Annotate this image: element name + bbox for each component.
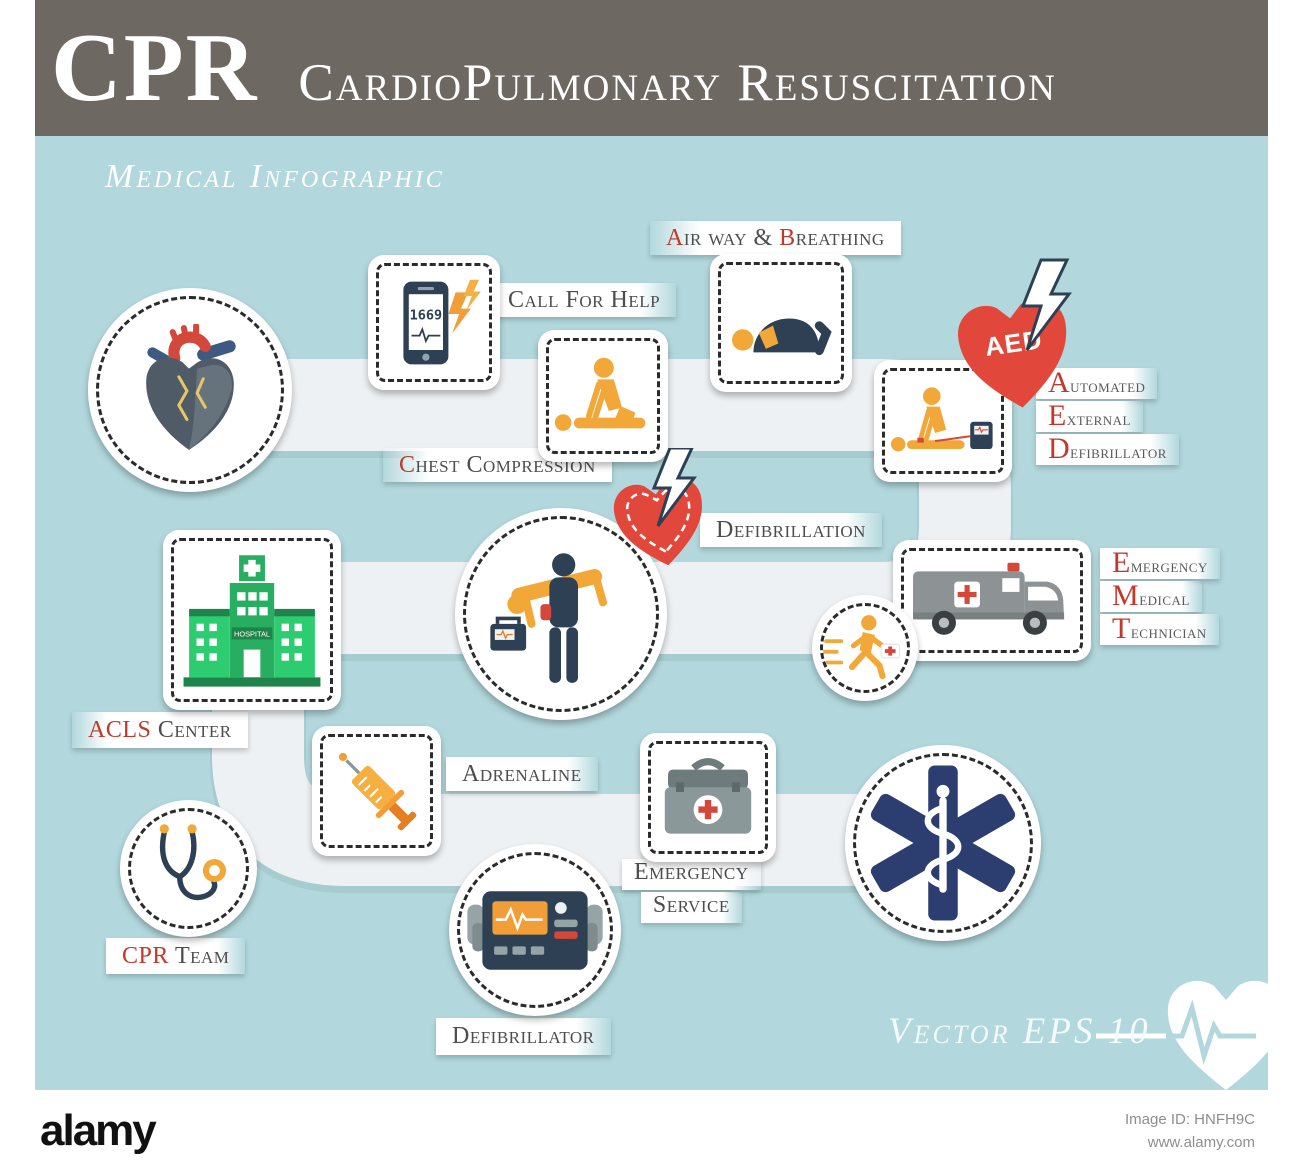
stethoscope-icon — [159, 823, 226, 900]
cpr-compression-icon — [554, 357, 646, 431]
lightning-bolt-icon — [1020, 258, 1072, 351]
first-aid-kit-icon — [664, 757, 752, 834]
website-url: www.alamy.com — [1147, 1134, 1255, 1151]
running-emt-icon — [823, 615, 900, 680]
airway-card — [710, 254, 852, 392]
label-text: ACLS Center — [88, 716, 232, 743]
cpr-aed-icon — [891, 387, 993, 452]
defibrillator-label: Defibrillator — [436, 1018, 611, 1055]
ecg-line — [975, 426, 988, 434]
label-text: Defibrillation — [716, 516, 866, 543]
left-margin — [0, 0, 35, 1172]
defibrillator-circle — [449, 844, 621, 1016]
speed-lines — [823, 639, 844, 665]
aed-heart-icon: AED — [935, 258, 1105, 418]
label-text: Call For Help — [508, 286, 661, 313]
adrenaline-label: Adrenaline — [446, 757, 598, 791]
label-text: Defibrillator — [452, 1023, 595, 1049]
ecg-line — [496, 629, 513, 640]
defibrillation-label: Defibrillation — [700, 513, 882, 547]
adrenaline-card — [312, 726, 441, 856]
ecg-line — [1166, 999, 1256, 1065]
syringe-icon — [338, 752, 416, 831]
aed-expansion-label: Automated External Defibrillator — [1036, 368, 1179, 465]
call-for-help-label: Call For Help — [492, 283, 677, 317]
image-id: Image ID: HNFH9C — [1124, 1110, 1255, 1128]
emergency-service-label: Emergency Service — [622, 859, 761, 923]
defibrillator-device-icon — [467, 890, 603, 970]
footer-info: Image ID: HNFH9C www.alamy.com — [1125, 1108, 1255, 1155]
ambulance-icon — [913, 562, 1065, 635]
tagline: Medical Infographic — [105, 158, 445, 195]
emt-label: Emergency Medical Technician — [1100, 548, 1220, 645]
right-margin — [1268, 0, 1300, 1172]
page-subtitle: CardioPulmonary Resuscitation — [298, 54, 1057, 112]
star-of-life-circle — [845, 745, 1041, 941]
airway-breathing-label: Air way & Breathing — [650, 221, 901, 255]
ambulance-card — [893, 540, 1091, 661]
heart-circle — [88, 288, 292, 492]
recovery-position-icon — [732, 318, 832, 356]
carry-rescue-icon — [490, 553, 608, 683]
label-text: Air way & Breathing — [666, 224, 885, 251]
page-title: CPR — [51, 14, 259, 122]
lightning-bolt-icon — [651, 448, 697, 527]
star-of-life-icon — [870, 765, 1016, 921]
vector-note: Vector EPS 10 — [888, 1011, 1151, 1052]
phone-icon: 1669 — [403, 279, 481, 364]
hospital-card: HOSPITAL — [163, 530, 341, 710]
hospital-icon: HOSPITAL — [183, 555, 321, 687]
defibrillation-heart-icon — [598, 448, 728, 573]
ecg-line — [411, 326, 441, 343]
chest-compression-card — [538, 330, 668, 462]
emergency-service-card — [640, 733, 776, 862]
alamy-logo: alamy — [40, 1106, 157, 1155]
header-bar: CPR CardioPulmonary Resuscitation — [35, 0, 1268, 136]
hospital-sign-text: HOSPITAL — [234, 630, 270, 639]
cpr-team-circle — [120, 800, 257, 937]
running-emt-circle — [812, 595, 918, 701]
acls-center-label: ACLS Center — [72, 712, 248, 748]
heart-pulse-icon — [1096, 948, 1300, 1098]
call-for-help-card: 1669 — [368, 255, 500, 390]
label-text: Adrenaline — [462, 760, 582, 787]
cpr-team-label: CPR Team — [106, 938, 246, 974]
footer-bar: alamy Image ID: HNFH9C www.alamy.com — [0, 1090, 1300, 1172]
lightning-icon — [448, 279, 481, 334]
label-text: CPR Team — [122, 942, 230, 969]
anatomical-heart-icon — [146, 324, 236, 450]
carry-rescue-circle — [455, 508, 667, 720]
ecg-line — [495, 905, 543, 932]
phone-screen-number: 1669 — [410, 307, 443, 323]
